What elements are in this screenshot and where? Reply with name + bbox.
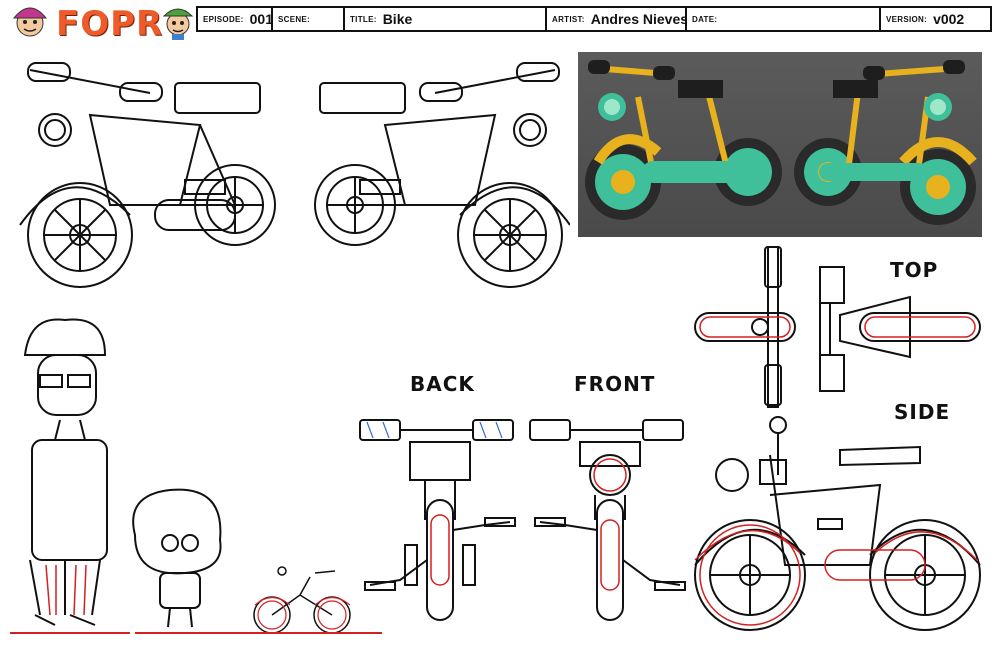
date-cell: DATE: <box>687 8 881 30</box>
render-bikes <box>585 60 977 225</box>
bike-top-view <box>694 246 981 408</box>
bike-three-quarter-views <box>19 62 570 288</box>
bike-side-view <box>694 416 981 631</box>
title-cell: TITLE: Bike <box>345 8 547 30</box>
episode-value: 001 <box>249 11 273 27</box>
title-block-header: FOPR EPISODE: 001 SCENE: TITLE: Bike ART… <box>0 0 1003 44</box>
top-view-label: TOP <box>890 258 939 282</box>
render-bike-right <box>794 60 977 225</box>
bike-front-view <box>529 419 686 621</box>
render-bike-left <box>585 60 782 220</box>
scale-lineup <box>10 318 382 634</box>
bike-left-view <box>19 62 276 288</box>
character-head-icon <box>12 7 48 37</box>
scene-label: SCENE: <box>278 14 311 24</box>
date-label: DATE: <box>692 14 718 24</box>
bike-back-view <box>359 419 516 621</box>
info-strip: EPISODE: 001 SCENE: TITLE: Bike ARTIST: … <box>196 6 992 32</box>
version-label: VERSION: <box>886 14 928 24</box>
title-value: Bike <box>382 11 413 27</box>
version-value: v002 <box>933 11 965 27</box>
back-view-label: BACK <box>410 372 475 396</box>
bike-right-view <box>314 62 570 288</box>
render-preview <box>578 52 982 237</box>
episode-cell: EPISODE: 001 <box>198 8 273 30</box>
scene-cell: SCENE: <box>273 8 345 30</box>
version-cell: VERSION: v002 <box>881 8 990 30</box>
adult-character <box>23 318 108 626</box>
title-label: TITLE: <box>350 14 377 24</box>
episode-label: EPISODE: <box>203 14 244 24</box>
child-character <box>132 488 222 628</box>
front-view-label: FRONT <box>574 372 656 396</box>
side-view-label: SIDE <box>894 400 951 424</box>
artist-label: ARTIST: <box>552 14 585 24</box>
character-head-icon-2 <box>162 8 194 40</box>
small-bike <box>253 566 351 634</box>
logo-text: FOPR <box>56 4 164 44</box>
show-logo: FOPR <box>8 2 198 44</box>
artist-value: Andres Nieves <box>590 11 687 27</box>
bike-back-front-views <box>359 419 686 621</box>
artist-cell: ARTIST: Andres Nieves <box>547 8 687 30</box>
